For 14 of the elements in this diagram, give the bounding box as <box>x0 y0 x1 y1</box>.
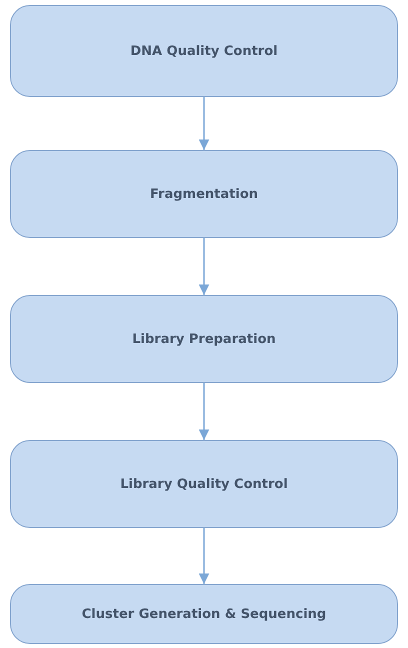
arrow <box>198 238 210 295</box>
arrow <box>198 528 210 584</box>
step-label: DNA Quality Control <box>130 44 278 58</box>
step-label: Cluster Generation & Sequencing <box>82 606 326 622</box>
arrow <box>198 383 210 440</box>
process-box <box>10 584 398 644</box>
process-box <box>10 5 398 97</box>
process-box <box>10 150 398 238</box>
step-label: Fragmentation <box>150 186 258 202</box>
process-box <box>10 440 398 528</box>
step-label: Library Preparation <box>132 332 276 346</box>
arrow <box>198 97 210 150</box>
step-label: Library Quality Control <box>120 476 288 492</box>
process-box <box>10 295 398 383</box>
